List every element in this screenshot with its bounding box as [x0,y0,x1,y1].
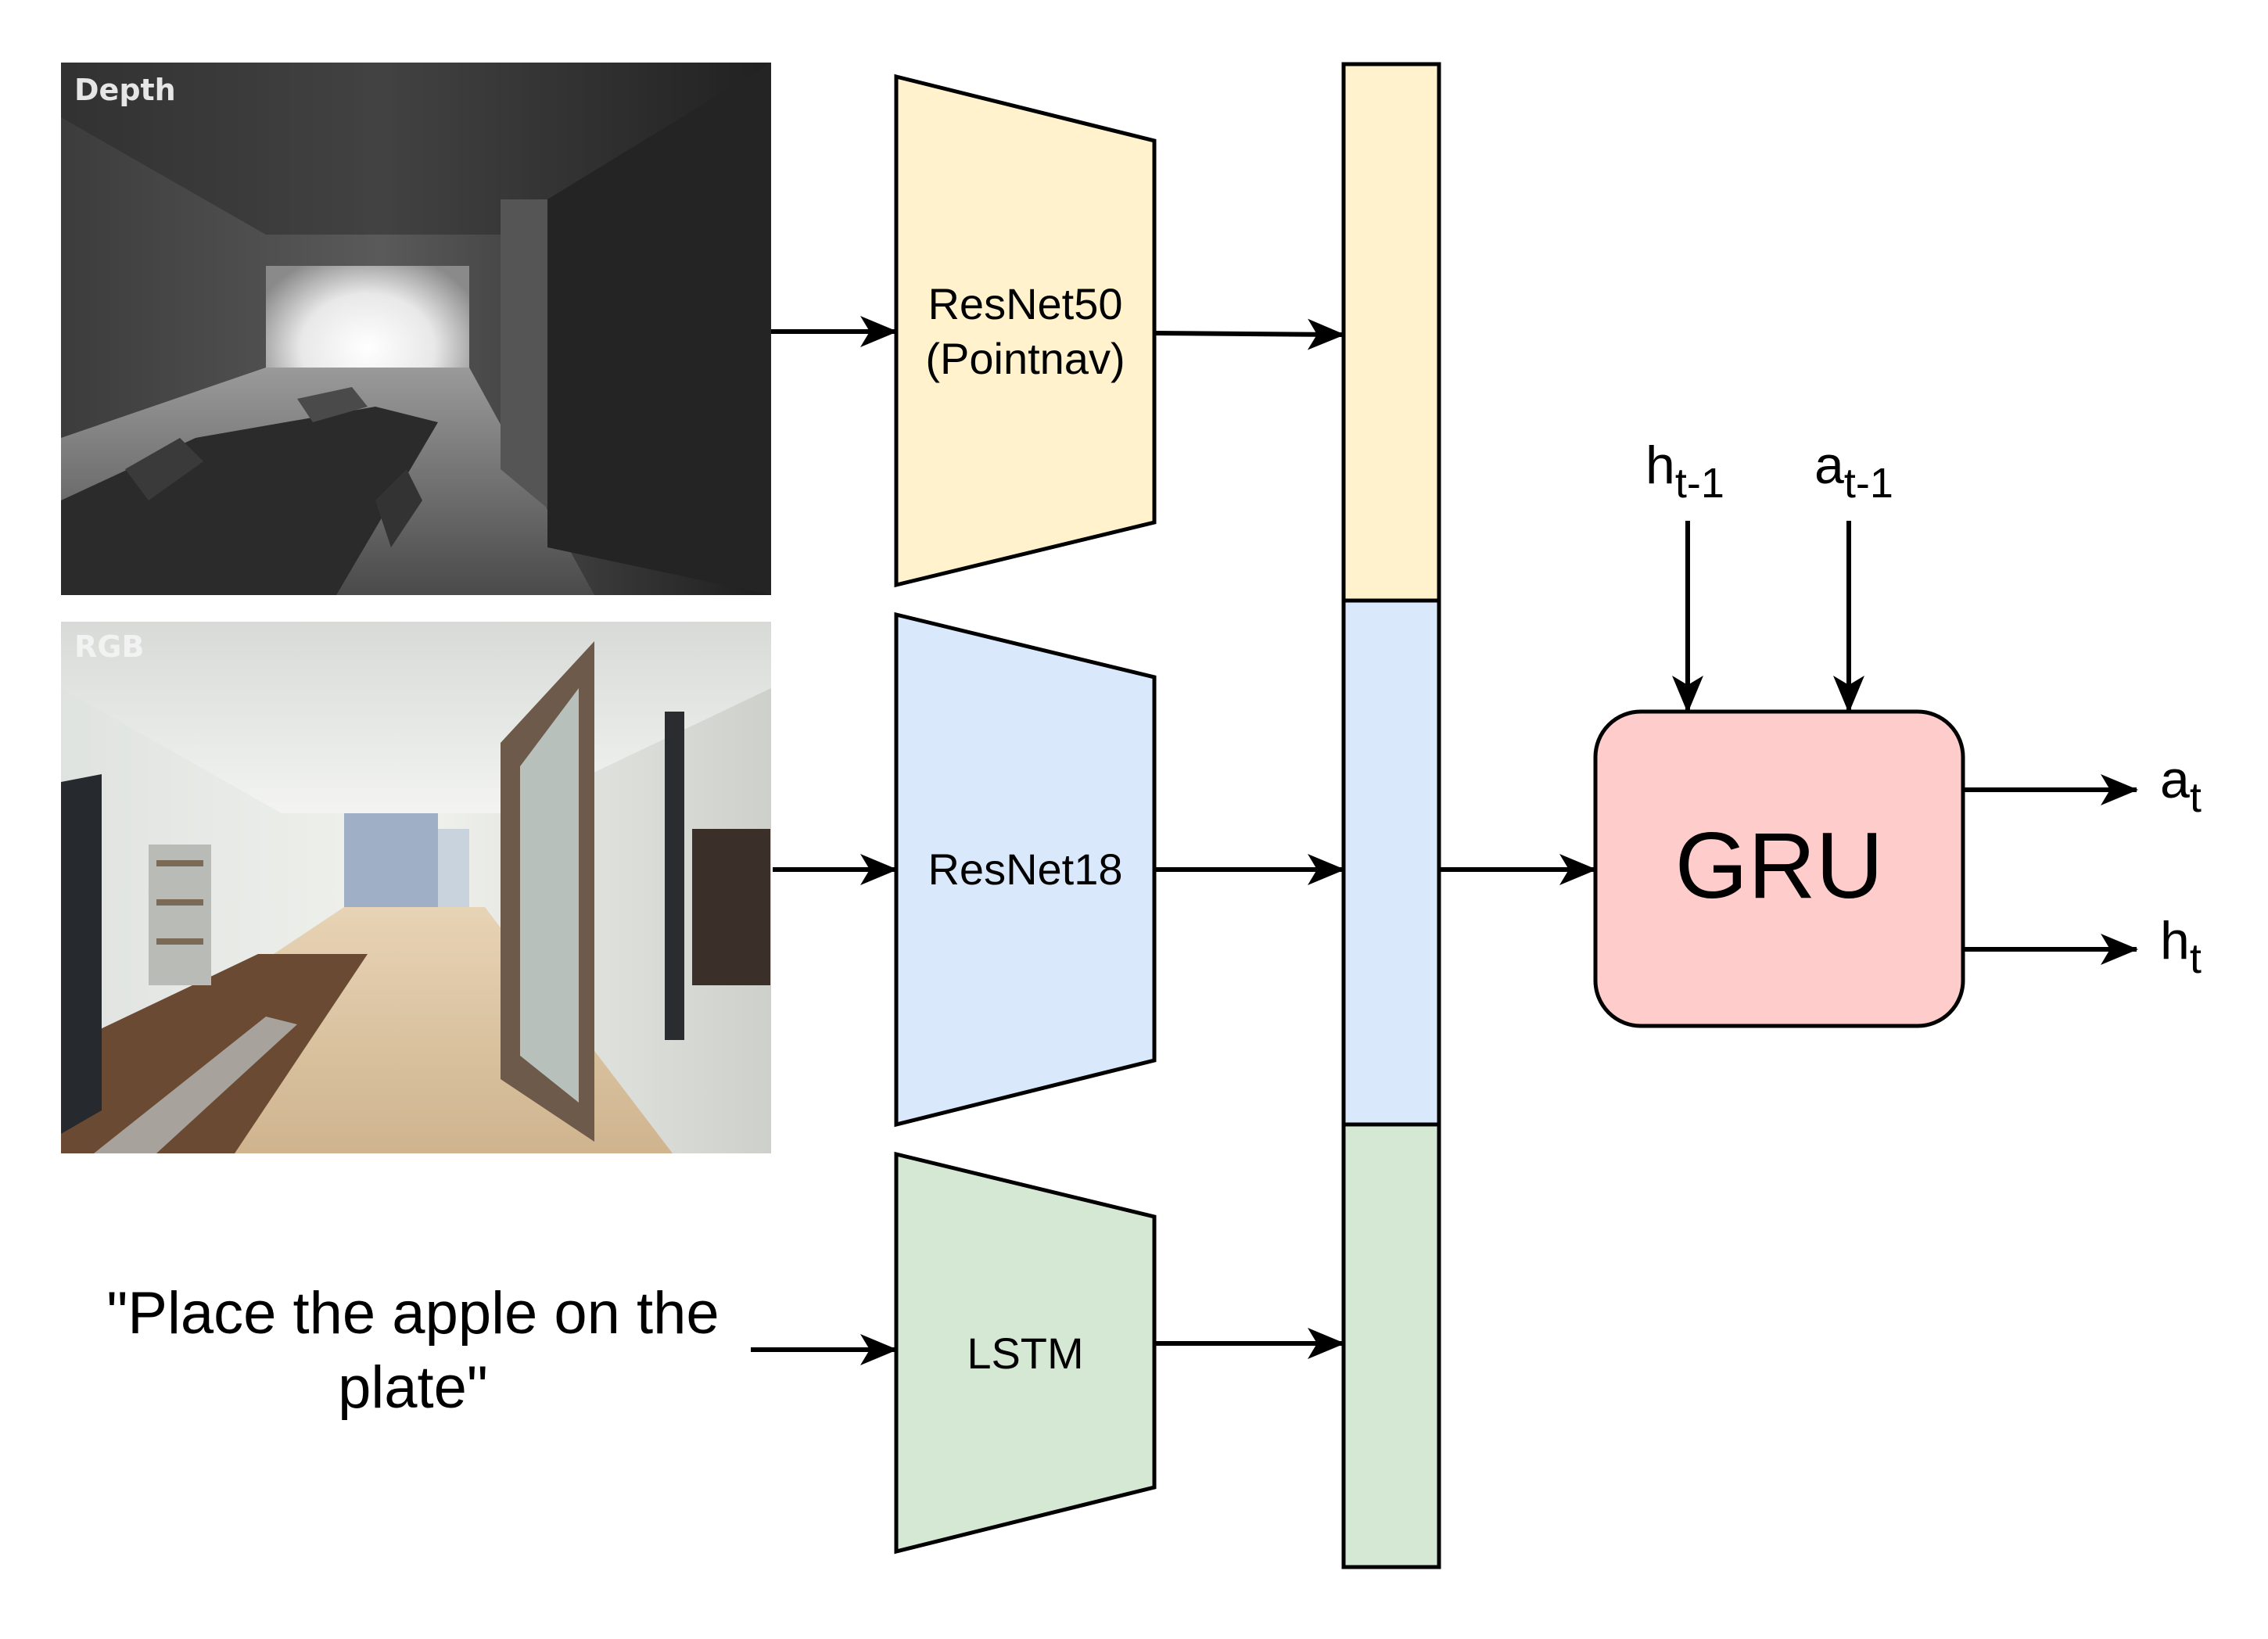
action-prev-sub: t-1 [1844,460,1893,507]
action-output-base: a [2160,750,2190,809]
feature-vector [1341,62,1441,1569]
instruction-line-2: plate" [338,1354,488,1421]
hidden-output-label: ht [2160,911,2202,982]
lstm-block [894,1151,1157,1555]
depth-image: Depth [61,63,771,595]
resnet50-encoder: ResNet50 (Pointnav) [894,74,1157,588]
resnet50-block [894,74,1157,588]
rgb-image: RGB [61,622,771,1153]
feature-segment-rgb [1341,598,1441,1127]
action-prev-base: a [1814,436,1844,495]
action-prev-label: at-1 [1814,436,1893,507]
svg-text:at-1: at-1 [1814,436,1893,507]
resnet18-encoder: ResNet18 [894,611,1157,1128]
rgb-image-label: RGB [74,629,144,664]
hidden-output-sub: t [2190,935,2202,982]
lstm-label: LSTM [967,1329,1083,1378]
resnet50-label-line-1: ResNet50 [928,279,1122,328]
svg-text:at: at [2160,750,2202,821]
resnet50-label-line-2: (Pointnav) [925,334,1125,383]
arrow-resnet50-to-vector [1154,318,1345,350]
resnet18-block [894,611,1157,1128]
hidden-prev-sub: t-1 [1675,460,1724,507]
feature-segment-text [1341,1122,1441,1569]
lstm-encoder: LSTM [894,1151,1157,1555]
gru-label: GRU [1675,813,1884,918]
gru-block: GRU [1593,709,1965,1028]
arrows [751,316,2138,1365]
feature-segment-depth [1341,62,1441,603]
svg-text:ht: ht [2160,911,2202,982]
svg-text:ht-1: ht-1 [1645,436,1724,507]
depth-image-label: Depth [74,73,176,107]
hidden-prev-label: ht-1 [1645,436,1724,507]
instruction-text: "Place the apple on the plate" [106,1280,719,1421]
action-output-sub: t [2190,774,2202,821]
resnet18-label: ResNet18 [928,845,1122,894]
hidden-prev-base: h [1645,436,1675,495]
action-output-label: at [2160,750,2202,821]
hidden-output-base: h [2160,911,2190,970]
instruction-line-1: "Place the apple on the [106,1280,719,1347]
